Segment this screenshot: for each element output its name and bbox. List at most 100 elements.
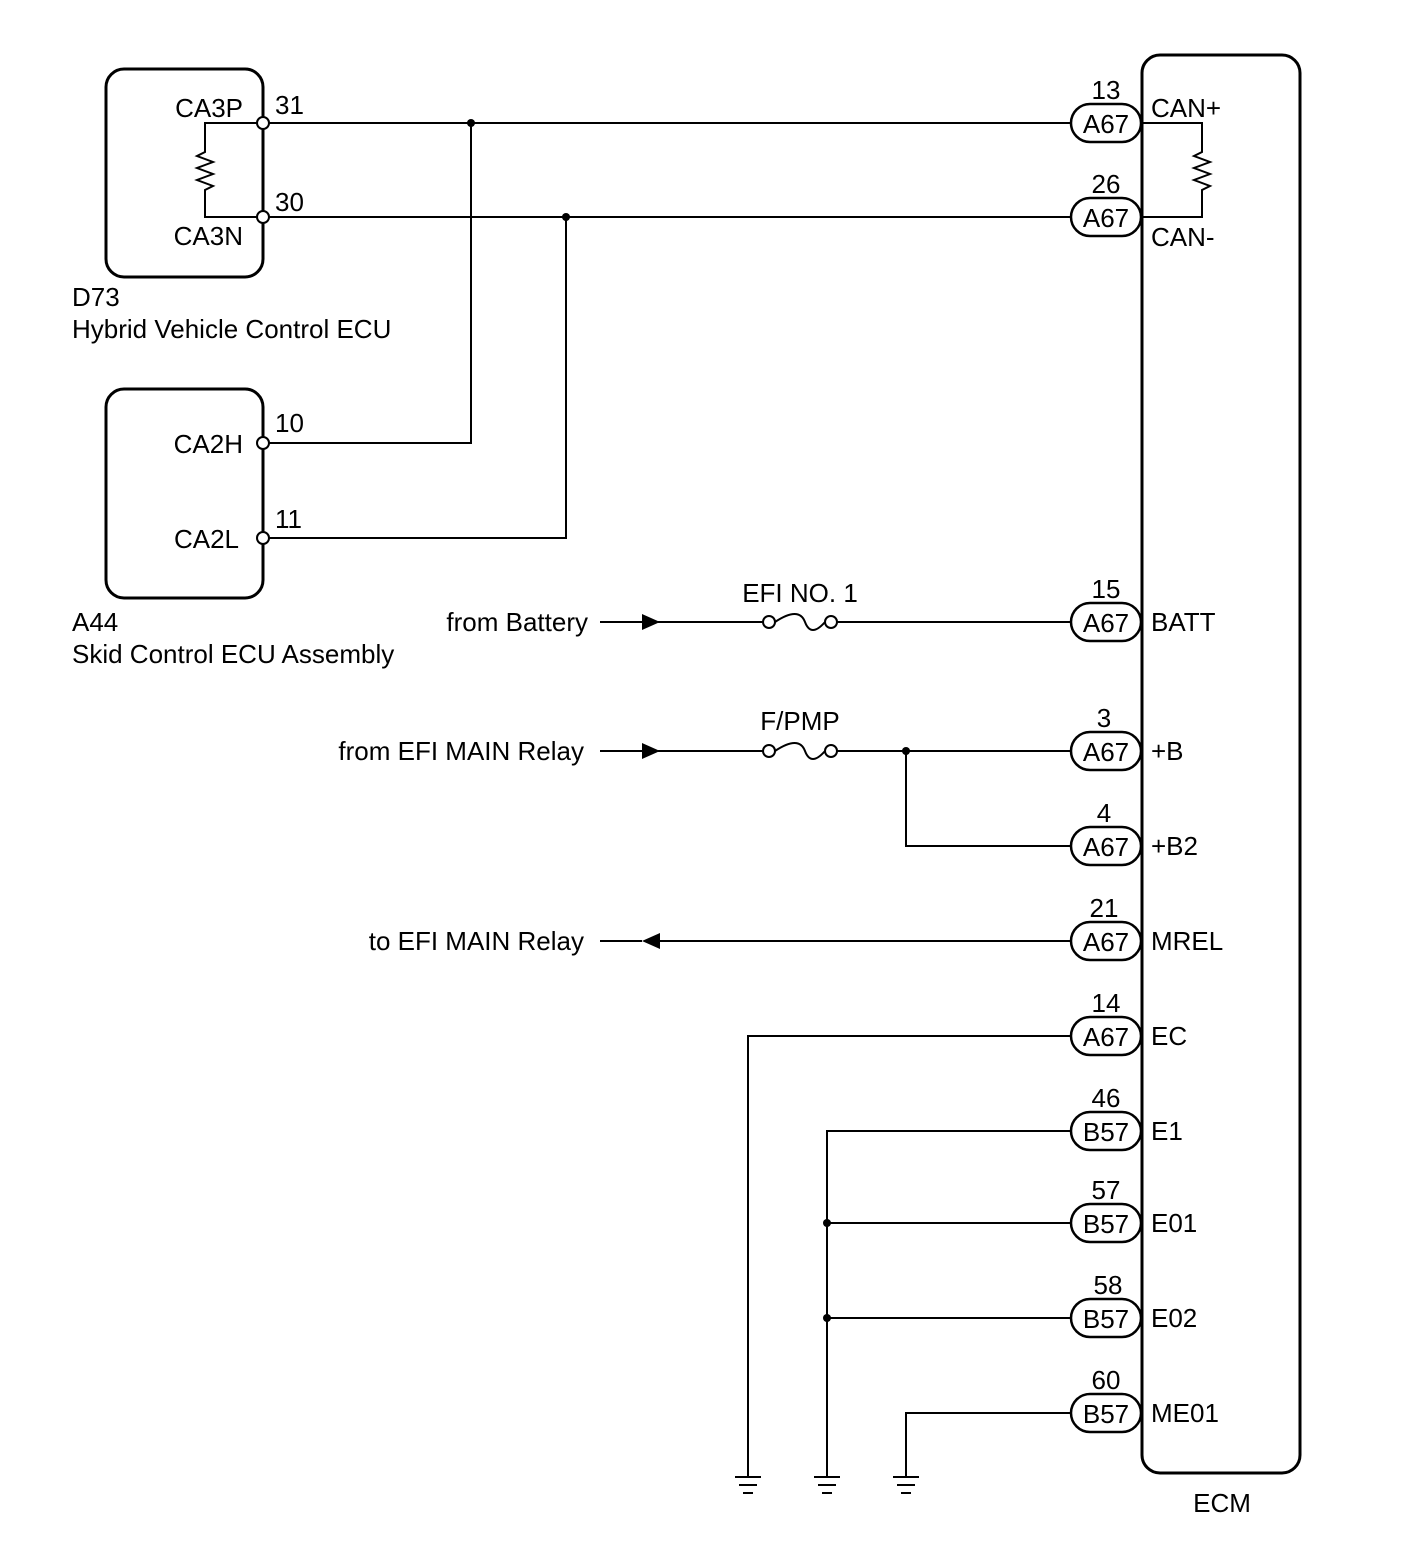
ecm-pin-number: 60: [1092, 1365, 1121, 1395]
ecm-pin-label: +B2: [1151, 831, 1198, 861]
ecm-box: [1140, 53, 1302, 1475]
arrow-right-icon: [642, 614, 660, 630]
connector-oval: [1069, 920, 1143, 962]
skid-pin-number-11: 11: [275, 504, 302, 534]
ecm-pin-label: EC: [1151, 1021, 1187, 1051]
hv-pin-number-30: 30: [275, 187, 304, 217]
skid-pin-number-10: 10: [275, 408, 304, 438]
hv-termination-resistor: [194, 122, 263, 218]
ecm-pin-number: 46: [1092, 1083, 1121, 1113]
fuse-terminal: [824, 615, 838, 629]
fuse-symbol: [774, 742, 826, 760]
ecm-pin-number: 14: [1092, 988, 1121, 1018]
ecm-name: ECM: [1193, 1488, 1251, 1518]
hv-pin-number-31: 31: [275, 90, 304, 120]
ecm-pin-number: 13: [1092, 75, 1121, 105]
fuse-terminal: [762, 615, 776, 629]
splice-point: [562, 213, 570, 221]
arrow-left-icon: [642, 933, 660, 949]
skid-ecu-box: [104, 387, 265, 600]
connector-oval: [1069, 1110, 1143, 1152]
connector-code: A67: [1083, 927, 1129, 957]
ecm-pin-number: 21: [1090, 893, 1119, 923]
ecm-termination-resistor: [1142, 122, 1213, 218]
fuse-f-pmp-label: F/PMP: [760, 706, 839, 736]
skid-terminal-11: [256, 531, 270, 545]
connector-code: B57: [1083, 1304, 1129, 1334]
ecm-pin-label: CAN+: [1151, 93, 1221, 123]
skid-ecu-code: A44: [72, 607, 118, 637]
ecm-pin-label: CAN-: [1151, 222, 1215, 252]
hv-ecu-name: Hybrid Vehicle Control ECU: [72, 314, 391, 344]
ecm-pin-number: 26: [1092, 169, 1121, 199]
connector-oval: [1069, 1392, 1143, 1434]
connector-oval: [1069, 1297, 1143, 1339]
ecm-pin-number: 3: [1097, 703, 1111, 733]
splice-point: [823, 1314, 831, 1322]
ecm-pin-label: +B: [1151, 736, 1184, 766]
connector-code: A67: [1083, 737, 1129, 767]
source-from-efi-main-relay: from EFI MAIN Relay: [338, 736, 584, 766]
splice-point: [902, 747, 910, 755]
connector-oval: [1069, 1015, 1143, 1057]
connector-code: A67: [1083, 608, 1129, 638]
mrel-output: to EFI MAIN Relay: [369, 926, 1072, 956]
skid-ecu-name: Skid Control ECU Assembly: [72, 639, 394, 669]
hv-pin-label-ca3n: CA3N: [174, 221, 243, 251]
connector-oval: [1069, 196, 1143, 238]
connector-code: A67: [1083, 203, 1129, 233]
ecm-pin-label: E01: [1151, 1208, 1197, 1238]
ground-icon: [735, 1476, 761, 1494]
connector-code: A67: [1083, 832, 1129, 862]
hv-pin-label-ca3p: CA3P: [175, 93, 243, 123]
connector-code: B57: [1083, 1399, 1129, 1429]
connector-oval: [1069, 1202, 1143, 1244]
connector-oval: [1069, 825, 1143, 867]
hv-ecu-code: D73: [72, 282, 120, 312]
hv-terminal-31: [256, 116, 270, 130]
ecm-pin-label: E1: [1151, 1116, 1183, 1146]
skid-pin-label-ca2h: CA2H: [174, 429, 243, 459]
ground-wiring: [747, 1035, 1072, 1476]
connector-oval: [1069, 730, 1143, 772]
fuse-terminal: [762, 744, 776, 758]
ecm-pin-number: 58: [1094, 1270, 1123, 1300]
source-from-battery: from Battery: [446, 607, 588, 637]
connector-oval: [1069, 102, 1143, 144]
skid-pin-label-ca2l: CA2L: [174, 524, 239, 554]
hv-ecu-box: [104, 67, 265, 279]
efi-main-relay-feed: from EFI MAIN Relay F/PMP: [338, 706, 1072, 847]
connector-oval: [1069, 601, 1143, 643]
ground-icon: [893, 1476, 919, 1494]
connector-code: A67: [1083, 109, 1129, 139]
connector-code: A67: [1083, 1022, 1129, 1052]
ground-icon: [814, 1476, 840, 1494]
battery-feed: from Battery EFI NO. 1: [446, 578, 1072, 637]
ecm-pin-label: BATT: [1151, 607, 1216, 637]
ecm-pin-label: E02: [1151, 1303, 1197, 1333]
connector-code: B57: [1083, 1117, 1129, 1147]
fuse-terminal: [824, 744, 838, 758]
connector-code: B57: [1083, 1209, 1129, 1239]
skid-terminal-10: [256, 436, 270, 450]
hv-terminal-30: [256, 210, 270, 224]
splice-point: [467, 119, 475, 127]
fuse-symbol: [774, 613, 826, 631]
source-to-efi-main-relay: to EFI MAIN Relay: [369, 926, 584, 956]
splice-point: [823, 1219, 831, 1227]
ecm-pin-label: MREL: [1151, 926, 1223, 956]
can-wiring: [269, 119, 1072, 539]
ecm-pin-number: 57: [1092, 1175, 1121, 1205]
